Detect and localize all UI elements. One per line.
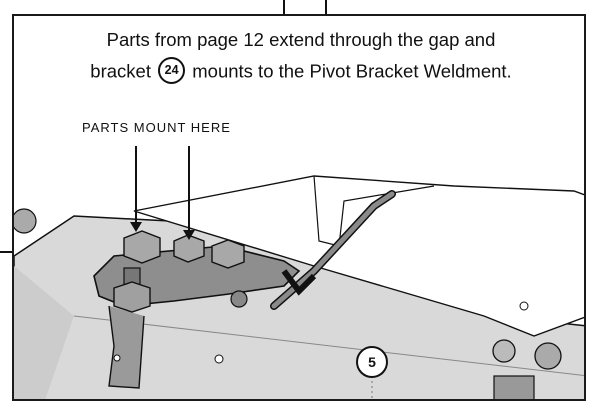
hex-nut-3 — [211, 239, 245, 269]
plate-edge-line — [73, 315, 584, 377]
bolt-right-2 — [534, 342, 562, 370]
caption-line-1: Parts from page 12 extend through the ga… — [14, 29, 584, 51]
caption-line-2: bracket 24 mounts to the Pivot Bracket W… — [14, 57, 584, 86]
hole-mark-2 — [519, 301, 529, 311]
caption-text-2b: mounts to the Pivot Bracket Weldment. — [192, 60, 512, 82]
hex-nut-1 — [123, 230, 161, 264]
caption-text-2a: bracket — [90, 60, 151, 82]
rod-hook — [281, 269, 317, 296]
spring-coil — [230, 290, 248, 308]
hardware-bottom-right — [493, 375, 535, 399]
caption-text-1: Parts from page 12 extend through the ga… — [106, 29, 496, 50]
base-plate-shadow — [14, 266, 74, 399]
hole-mark — [214, 354, 224, 364]
mechanical-drawing — [14, 146, 584, 399]
callout-5: 5 — [356, 346, 388, 378]
pivot-bracket-weldment — [133, 175, 584, 337]
bolt-right-1 — [492, 339, 516, 363]
bracket-down-leg — [108, 305, 145, 389]
bolt-left — [14, 208, 37, 234]
mount-arrowhead-2 — [183, 230, 195, 240]
leg-hole — [113, 354, 121, 362]
hex-nut-4 — [113, 281, 151, 313]
parts-mount-label: PARTS MOUNT HERE — [82, 120, 231, 135]
mount-arrowhead-1 — [130, 222, 142, 232]
figure-frame: Parts from page 12 extend through the ga… — [12, 14, 586, 401]
callout-24: 24 — [158, 57, 186, 84]
